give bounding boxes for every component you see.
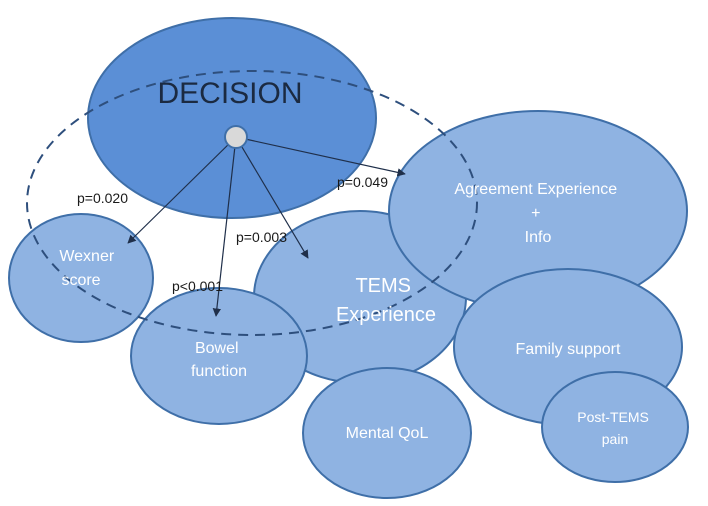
pain-label-line1: Post-TEMS [577, 409, 649, 425]
bowel-label-line1: Bowel [195, 340, 239, 357]
agreement-label-line3: Info [525, 229, 552, 246]
decision-ellipse [87, 17, 377, 219]
mental-label: Mental QoL [346, 425, 429, 442]
tems-label: TEMS Experience [336, 275, 436, 326]
agreement-label: Agreement Experience + Info [454, 181, 621, 246]
decision-label: DECISION [157, 77, 302, 110]
mental-node [302, 367, 472, 499]
bowel-label: Bowel function [191, 340, 247, 380]
arrow-to-agreement [235, 136, 406, 177]
pain-label-line2: pain [602, 431, 628, 447]
wexner-node [8, 213, 154, 343]
bowel-label-line2: function [191, 363, 247, 380]
tems-label-line2: Experience [336, 304, 436, 326]
wexner-label-line2: score [61, 272, 100, 289]
p-value-wexner: p=0.020 [77, 190, 128, 206]
agreement-label-line1: Agreement Experience [454, 181, 617, 198]
family-label: Family support [516, 341, 621, 358]
wexner-label: Wexner score [59, 248, 118, 289]
arrow-to-tems [235, 136, 309, 259]
wexner-label-line1: Wexner [59, 248, 115, 265]
p-value-bowel: p<0.001 [172, 278, 223, 294]
tems-label-line1: TEMS [355, 275, 411, 297]
arrow-to-wexner [127, 136, 237, 244]
agreement-label-line2: + [531, 205, 540, 222]
p-value-tems: p=0.003 [236, 229, 287, 245]
pain-node [541, 371, 689, 483]
pain-label: Post-TEMS pain [577, 409, 652, 447]
arrow-to-bowel [212, 136, 237, 317]
p-value-agreement: p=0.049 [337, 174, 388, 190]
hub-circle [224, 125, 248, 149]
dashed-boundary [26, 70, 478, 336]
